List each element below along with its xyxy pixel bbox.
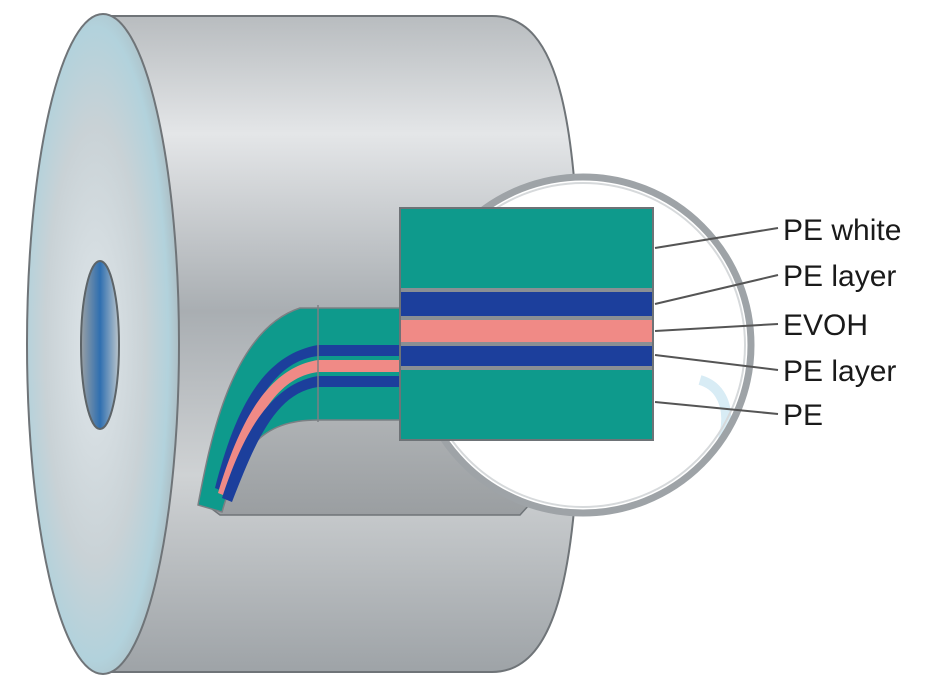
layer-separator bbox=[400, 288, 653, 292]
label-pe: PE bbox=[783, 399, 823, 432]
layer-separator bbox=[400, 342, 653, 346]
leader-line-pe-white bbox=[654, 227, 779, 249]
leader-line-pe bbox=[654, 401, 779, 415]
layer-pe-white bbox=[400, 208, 653, 288]
leader-line-evoh bbox=[654, 323, 779, 332]
label-pe-layer-lower: PE layer bbox=[783, 355, 896, 388]
label-pe-white: PE white bbox=[783, 214, 901, 247]
leader-line-pe-layer-2 bbox=[654, 354, 779, 371]
layer-separator bbox=[400, 366, 653, 370]
roll-core-hole bbox=[80, 260, 120, 430]
layer-pe-upper bbox=[400, 292, 653, 316]
label-evoh: EVOH bbox=[783, 309, 868, 342]
layer-pe-bottom bbox=[400, 370, 653, 440]
layer-pe-lower bbox=[400, 346, 653, 366]
layer-separator bbox=[400, 316, 653, 320]
label-leader-lines bbox=[654, 227, 779, 415]
leader-line-pe-layer-1 bbox=[654, 274, 779, 305]
label-pe-layer-upper: PE layer bbox=[783, 260, 896, 293]
layer-cross-section bbox=[399, 207, 654, 441]
layer-evoh bbox=[400, 320, 653, 342]
film-layer-curl bbox=[197, 305, 421, 513]
